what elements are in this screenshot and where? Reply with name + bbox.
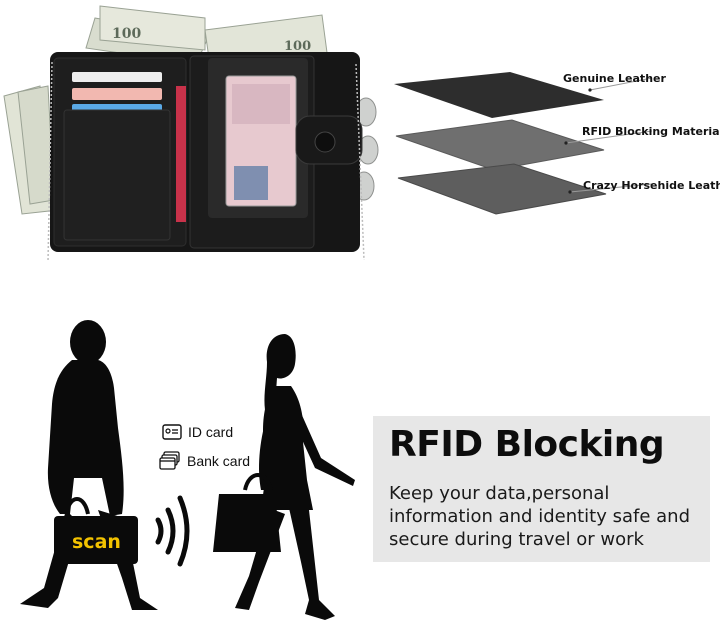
panel-title: RFID Blocking — [389, 424, 665, 465]
woman-silhouette — [213, 334, 355, 620]
card-type-bank-label: Bank card — [187, 453, 251, 469]
layer-crazy-horsehide — [397, 163, 607, 215]
svg-text:100: 100 — [284, 39, 311, 54]
panel-description: Keep your data,personal information and … — [389, 482, 704, 551]
material-layers — [394, 72, 653, 215]
scan-label: scan — [72, 531, 121, 553]
panel-line-1: Keep your data,personal — [389, 483, 610, 504]
card-type-id: ID card — [162, 424, 233, 440]
handbag — [213, 473, 281, 552]
card-type-id-label: ID card — [188, 424, 234, 440]
layer-label-genuine-leather: Genuine Leather — [563, 72, 666, 85]
layer-label-crazy-horsehide: Crazy Horsehide Leather — [583, 179, 720, 192]
bank-card-icon — [159, 451, 180, 470]
man-silhouette — [20, 320, 158, 610]
panel-line-2: information and identity safe and — [389, 506, 690, 527]
rfid-signal-icon — [155, 495, 190, 567]
layer-label-rfid-blocking: RFID Blocking Material — [582, 125, 720, 138]
scan-bag — [54, 497, 138, 564]
wallet — [47, 52, 365, 263]
layer-rfid-blocking — [395, 119, 605, 171]
svg-text:100: 100 — [112, 26, 141, 42]
rfid-info-panel: RFID Blocking Keep your data,personal in… — [373, 416, 710, 562]
id-card-icon — [162, 424, 182, 440]
panel-line-3: secure during travel or work — [389, 529, 644, 550]
wallet-image: 100 100 — [3, 5, 379, 263]
layer-genuine-leather — [394, 72, 604, 118]
card-type-bank: Bank card — [159, 451, 250, 471]
